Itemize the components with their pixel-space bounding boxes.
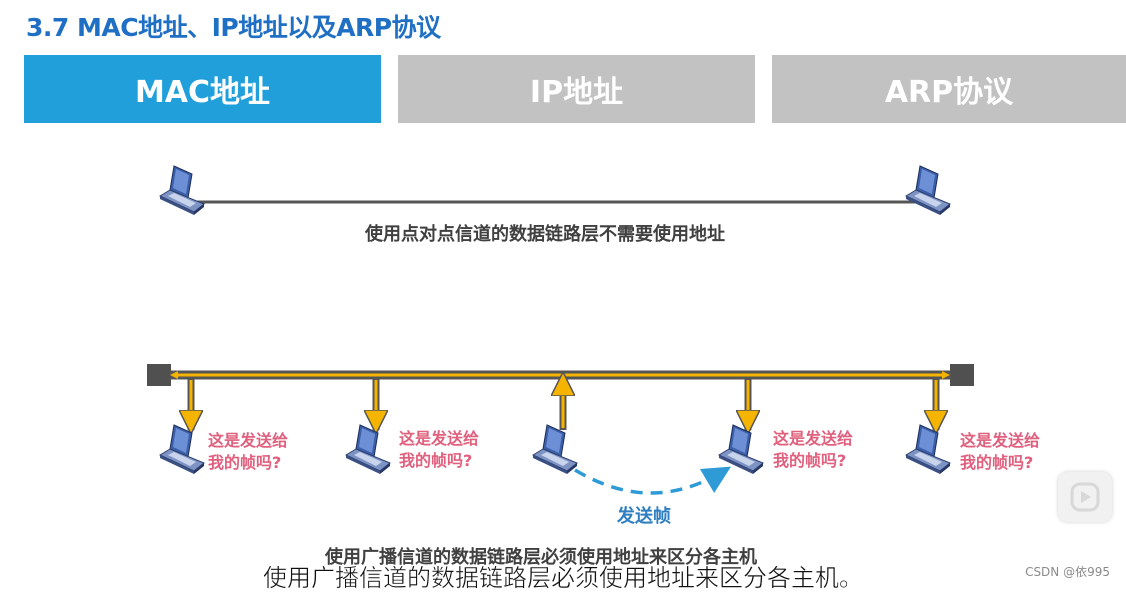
play-icon <box>1070 482 1100 512</box>
laptop-icon <box>905 424 951 475</box>
send-frame-arrow <box>574 466 732 495</box>
question-label: 这是发送给我的帧吗? <box>399 429 480 470</box>
p2p-caption: 使用点对点信道的数据链路层不需要使用地址 <box>365 224 725 245</box>
tab-arp-protocol[interactable]: ARP协议 <box>772 55 1126 123</box>
tab-ip-address[interactable]: IP地址 <box>398 55 755 123</box>
laptop-icon <box>159 165 205 216</box>
laptop-icon <box>905 165 951 216</box>
question-label: 这是发送给我的帧吗? <box>960 431 1041 472</box>
video-subtitle: 使用广播信道的数据链路层必须使用地址来区分各主机。 <box>263 564 864 593</box>
question-label: 这是发送给我的帧吗? <box>773 429 854 470</box>
laptop-icon <box>345 424 391 475</box>
laptop-icon <box>718 424 764 475</box>
play-button[interactable] <box>1058 472 1112 522</box>
laptop-icon <box>532 424 578 475</box>
broadcast-caption: 使用广播信道的数据链路层必须使用地址来区分各主机 <box>325 547 757 568</box>
watermark: CSDN @依995 <box>1025 565 1110 579</box>
send-frame-label: 发送帧 <box>617 506 671 527</box>
laptop-icon <box>159 424 205 475</box>
tab-mac-address[interactable]: MAC地址 <box>24 55 381 123</box>
page-title: 3.7 MAC地址、IP地址以及ARP协议 <box>26 13 441 42</box>
bus-terminator-right <box>950 364 974 386</box>
question-label: 这是发送给我的帧吗? <box>208 431 289 472</box>
bus-terminator-left <box>147 364 171 386</box>
